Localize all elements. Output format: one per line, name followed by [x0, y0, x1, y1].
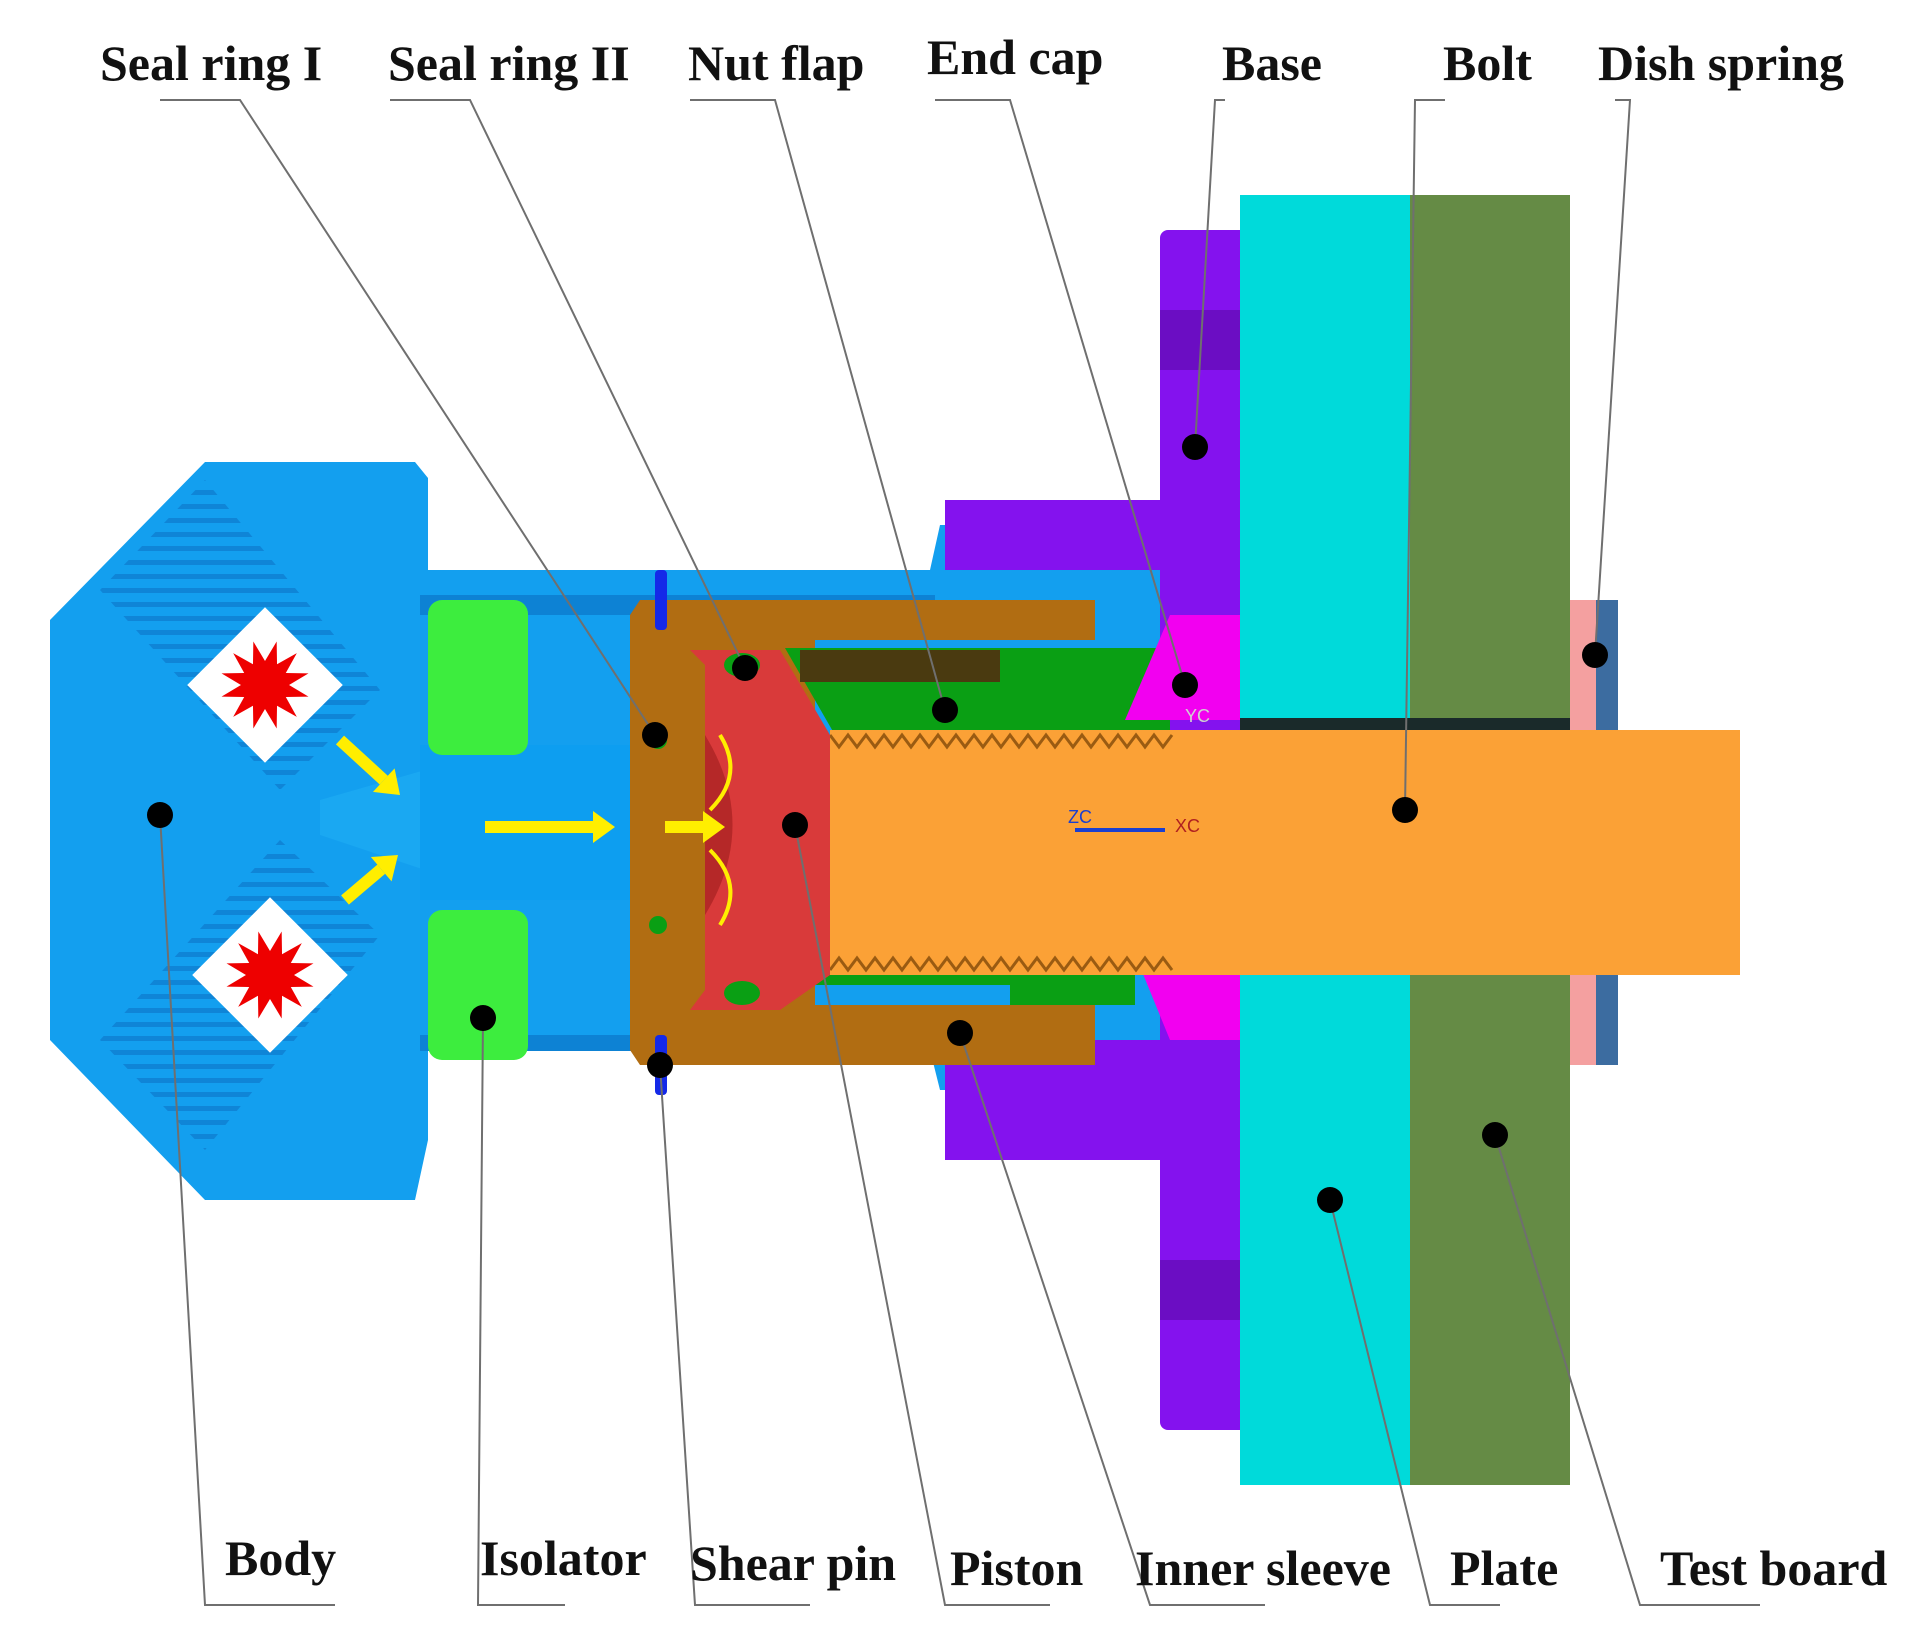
base-lower-flange — [1160, 1000, 1240, 1430]
flow-arrow — [341, 864, 386, 905]
flow-arrow-head — [593, 811, 615, 843]
leader-dot — [470, 1005, 496, 1031]
leader-dot — [947, 1020, 973, 1046]
bolt-thread-top — [828, 732, 1174, 750]
shear-pin-upper — [655, 570, 667, 630]
leader-line — [390, 99, 746, 669]
flow-curve-arrow — [708, 848, 733, 927]
leader-dot — [1182, 434, 1208, 460]
label-seal-ring-1: Seal ring I — [100, 35, 322, 91]
axis-mark-yc: YC — [1185, 706, 1210, 726]
bolt-thread-bottom — [828, 955, 1174, 973]
leader-line — [476, 1017, 565, 1606]
seal-ring-i-lower — [649, 916, 667, 934]
leader-line — [159, 814, 335, 1606]
charge-lower — [192, 897, 348, 1053]
leader-dot — [732, 655, 758, 681]
axis-mark-xc: XC — [1175, 816, 1200, 836]
leader-line — [1404, 99, 1445, 811]
bolt-part — [828, 730, 1740, 975]
flow-arrow-head — [703, 811, 725, 843]
burst-icon — [226, 931, 314, 1019]
isolator-lower — [428, 910, 528, 1060]
seal-ring-ii-lower — [724, 981, 760, 1005]
leader-dot — [147, 802, 173, 828]
label-seal-ring-2: Seal ring II — [388, 35, 630, 91]
label-inner-sleeve: Inner sleeve — [1135, 1540, 1391, 1596]
leader-line — [1194, 99, 1225, 448]
leader-line — [1494, 1134, 1760, 1606]
leader-line — [690, 99, 946, 711]
burst-icon — [221, 641, 309, 729]
leader-dot — [1317, 1187, 1343, 1213]
base-upper-thread — [945, 500, 1170, 570]
leader-dot — [1582, 642, 1608, 668]
leader-dot — [1392, 797, 1418, 823]
charge-upper — [187, 607, 343, 763]
label-nut-flap: Nut flap — [688, 35, 864, 91]
leader-line — [1329, 1199, 1500, 1606]
label-end-cap: End cap — [927, 29, 1103, 85]
bolt-shaft — [830, 730, 1740, 975]
flow-curve-arrow — [708, 733, 733, 812]
leader-line — [1594, 99, 1632, 656]
base-shadow-bottom — [1160, 1260, 1240, 1320]
label-base: Base — [1222, 35, 1322, 91]
leader-dot — [782, 812, 808, 838]
flow-arrow-head — [372, 768, 400, 795]
label-isolator: Isolator — [480, 1530, 647, 1586]
leader-dot — [1482, 1122, 1508, 1148]
test-board-upper — [1410, 195, 1570, 725]
label-body: Body — [225, 1530, 336, 1586]
plate-upper — [1240, 195, 1410, 725]
label-dish-spring: Dish spring — [1598, 35, 1844, 91]
leader-line — [935, 99, 1186, 686]
leader-dots — [147, 434, 1608, 1213]
leader-line — [659, 1064, 810, 1606]
leader-lines — [159, 99, 1760, 1606]
flow-arrows — [335, 733, 733, 927]
label-plate: Plate — [1450, 1540, 1558, 1596]
label-piston: Piston — [950, 1540, 1084, 1596]
end-cap-upper — [1125, 615, 1240, 720]
label-shear-pin: Shear pin — [690, 1535, 896, 1591]
leader-line — [160, 99, 656, 736]
leader-dot — [642, 722, 668, 748]
nut-flap-dark-strip — [800, 650, 1000, 682]
dish-spring-blue-upper — [1596, 600, 1618, 730]
leader-dot — [932, 697, 958, 723]
flow-arrow — [335, 735, 388, 785]
test-board-lower — [1410, 930, 1570, 1485]
leader-line — [959, 1032, 1265, 1606]
leader-dot — [647, 1052, 673, 1078]
leader-dot — [1172, 672, 1198, 698]
base-lower-thread — [945, 1090, 1170, 1160]
label-bolt: Bolt — [1443, 35, 1532, 91]
plate-bore-line — [1240, 718, 1615, 732]
leader-line — [794, 824, 1050, 1606]
axis-mark-zc: ZC — [1068, 807, 1092, 827]
isolator-upper — [428, 600, 528, 755]
flow-arrow-head — [370, 855, 398, 882]
label-test-board: Test board — [1660, 1540, 1888, 1596]
